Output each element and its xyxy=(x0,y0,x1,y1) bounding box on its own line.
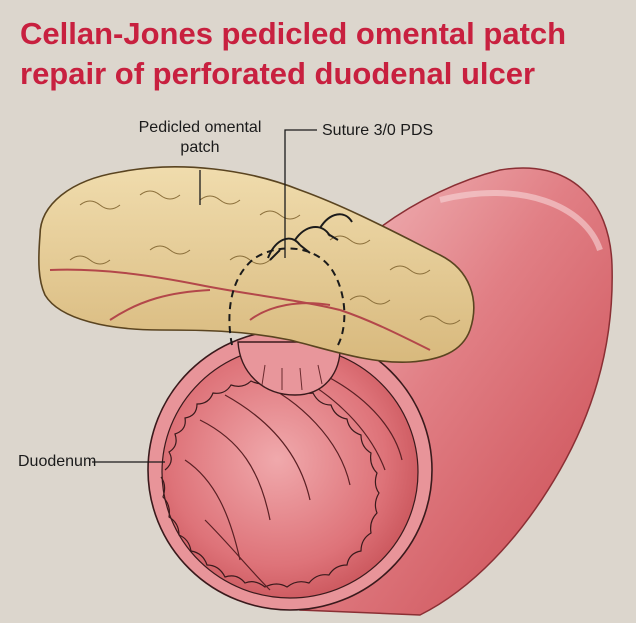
duodenum-label: Duodenum xyxy=(18,452,96,472)
omental-patch-label-line-2: patch xyxy=(130,138,270,158)
suture-label: Suture 3/0 PDS xyxy=(322,121,433,141)
omental-patch-label: Pedicled omental patch xyxy=(130,118,270,158)
omental-patch-label-line-1: Pedicled omental xyxy=(130,118,270,138)
omental-patch xyxy=(39,167,474,362)
